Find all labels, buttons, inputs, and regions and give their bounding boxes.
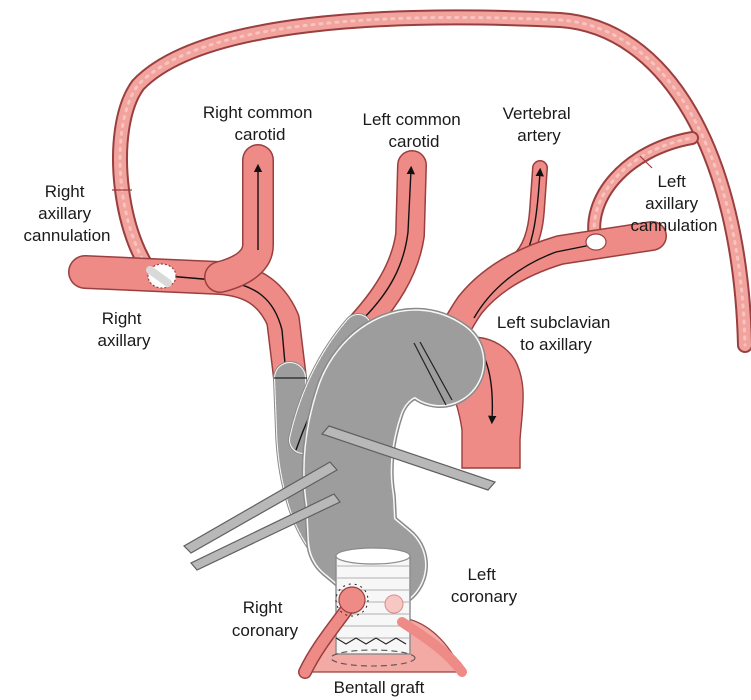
- right-axillary-cannula: [148, 264, 176, 288]
- label-vertebral-artery: Vertebral artery: [503, 104, 576, 145]
- label-right-axillary-cannulation: Right axillary cannulation: [24, 182, 111, 245]
- label-left-common-carotid: Left common carotid: [363, 110, 466, 151]
- label-bentall-graft: Bentall graft: [334, 678, 425, 697]
- label-left-coronary: Left coronary: [451, 565, 518, 606]
- left-common-carotid-vessel: [357, 165, 412, 330]
- label-right-common-carotid: Right common carotid: [203, 103, 317, 144]
- label-right-axillary: Right axillary: [98, 309, 151, 350]
- label-left-subclavian: Left subclavian to axillary: [497, 313, 615, 354]
- label-right-coronary: Right coronary: [232, 598, 299, 640]
- right-common-carotid-vessel: [220, 160, 258, 277]
- label-left-axillary-cannulation: Left axillary cannulation: [631, 172, 718, 235]
- cannulation-tube: [112, 17, 745, 345]
